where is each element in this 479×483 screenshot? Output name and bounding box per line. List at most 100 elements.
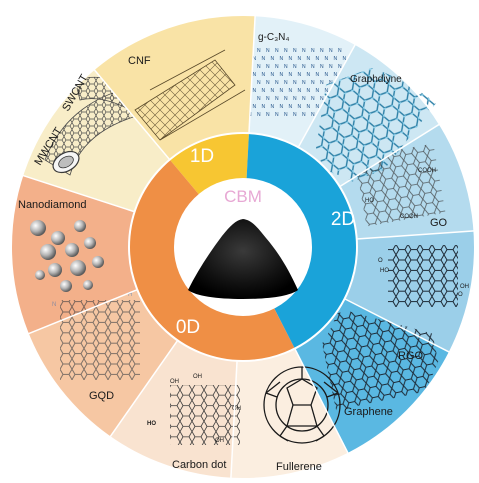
g-c3n4-n-atom: N — [289, 72, 293, 78]
g-c3n4-n-atom: N — [253, 72, 257, 78]
g-c3n4-n-atom: N — [307, 72, 311, 78]
g-c3n4-n-atom: N — [266, 48, 270, 54]
g-c3n4-n-atom: N — [257, 80, 261, 86]
rgo-o-label-2: O — [458, 292, 463, 298]
g-c3n4-n-atom: N — [311, 48, 315, 54]
segment-divider — [93, 68, 171, 161]
g-c3n4-n-atom: N — [275, 80, 279, 86]
nanodiamond-particle — [40, 244, 56, 260]
nanodiamond-particle — [35, 270, 45, 280]
g-c3n4-n-atom: N — [334, 72, 338, 78]
g-c3n4-n-atom: N — [320, 80, 324, 86]
g-c3n4-n-atom: N — [284, 48, 288, 54]
go-cooh-label-2: COOH — [400, 214, 418, 220]
g-c3n4-n-atom: N — [293, 96, 297, 102]
g-c3n4-n-atom: N — [257, 112, 261, 118]
g-c3n4-n-atom: N — [298, 72, 302, 78]
cd-oh-label-4: OH — [215, 438, 224, 444]
g-c3n4-n-atom: N — [257, 96, 261, 102]
g-c3n4-n-atom: N — [266, 64, 270, 70]
g-c3n4-n-atom: N — [293, 64, 297, 70]
g-c3n4-n-atom: N — [311, 80, 315, 86]
g-c3n4-n-atom: N — [280, 72, 284, 78]
g-c3n4-n-atom: N — [262, 88, 266, 94]
g-c3n4-n-atom: N — [302, 80, 306, 86]
cd-oh-label-2: OH — [193, 374, 202, 380]
g-c3n4-n-atom: N — [325, 56, 329, 62]
nanodiamond-particle — [92, 256, 104, 268]
rgo-o-label-1: O — [378, 258, 383, 264]
g-c3n4-n-atom: N — [311, 64, 315, 70]
g-c3n4-n-atom: N — [320, 64, 324, 70]
label-g-c3n4: g-C₃N₄ — [258, 32, 290, 43]
nanodiamond-structure — [30, 220, 104, 292]
g-c3n4-n-atom: N — [298, 104, 302, 110]
g-c3n4-n-atom: N — [266, 80, 270, 86]
g-c3n4-n-atom: N — [280, 56, 284, 62]
g-c3n4-n-atom: N — [271, 56, 275, 62]
dimension-0d-sector — [129, 159, 295, 361]
g-c3n4-n-atom: N — [271, 72, 275, 78]
g-c3n4-n-atom: N — [298, 56, 302, 62]
g-c3n4-n-atom: N — [343, 56, 347, 62]
cbm-powder-pile — [188, 219, 298, 299]
label-go: GO — [430, 217, 448, 229]
gqd-structure: N H — [52, 292, 140, 380]
g-c3n4-n-atom: N — [289, 104, 293, 110]
g-c3n4-n-atom: N — [307, 104, 311, 110]
g-c3n4-n-atom: N — [284, 64, 288, 70]
g-c3n4-n-atom: N — [311, 96, 315, 102]
g-c3n4-n-atom: N — [266, 96, 270, 102]
g-c3n4-n-atom: N — [302, 48, 306, 54]
label-cnf: CNF — [128, 55, 151, 67]
g-c3n4-n-atom: N — [275, 64, 279, 70]
segment-fullerene — [230, 348, 349, 479]
g-c3n4-n-atom: N — [329, 48, 333, 54]
segment-divider — [356, 230, 475, 240]
ring-border — [10, 14, 476, 480]
g-c3n4-n-atom: N — [311, 112, 315, 118]
g-c3n4-n-atom: N — [316, 104, 320, 110]
g-c3n4-n-atom: N — [307, 56, 311, 62]
cd-oh-label-1: OH — [170, 379, 179, 385]
fullerene-structure — [263, 366, 341, 444]
g-c3n4-n-atom: N — [302, 112, 306, 118]
ring-border — [128, 132, 358, 362]
label-fullerene: Fullerene — [276, 461, 322, 473]
g-c3n4-n-atom: N — [338, 64, 342, 70]
nanodiamond-particle — [83, 280, 93, 290]
label-nanodiamond: Nanodiamond — [18, 199, 87, 211]
segment-cnt — [22, 69, 170, 212]
g-c3n4-n-atom: N — [280, 88, 284, 94]
segment-divider — [294, 348, 349, 455]
g-c3n4-n-atom: N — [271, 104, 275, 110]
dimension-2d-label: 2D — [331, 209, 355, 230]
cd-ho-label: HO — [147, 421, 156, 427]
segment-divider — [27, 289, 138, 335]
nanodiamond-particle — [84, 237, 96, 249]
segment-divider — [22, 174, 135, 213]
g-c3n4-n-atom: N — [298, 88, 302, 94]
nanodiamond-particle — [74, 220, 86, 232]
carbon-dot-structure: OH OH HO OH OH — [147, 374, 241, 445]
g-c3n4-n-atom: N — [275, 96, 279, 102]
g-c3n4-n-atom: N — [253, 88, 257, 94]
rgo-structure: O HO OH O — [378, 245, 469, 307]
g-c3n4-n-atom: N — [316, 56, 320, 62]
g-c3n4-n-atom: N — [316, 88, 320, 94]
g-c3n4-n-atom: N — [266, 112, 270, 118]
g-c3n4-n-atom: N — [320, 96, 324, 102]
cd-oh-label-3: OH — [232, 406, 241, 412]
segment-divider — [339, 123, 441, 188]
g-c3n4-n-atom: N — [293, 48, 297, 54]
g-c3n4-n-atom: N — [284, 80, 288, 86]
g-c3n4-n-atom: N — [253, 56, 257, 62]
go-cooh-label-1: COOH — [418, 168, 436, 174]
g-c3n4-n-atom: N — [262, 72, 266, 78]
g-c3n4-n-atom: N — [275, 112, 279, 118]
cnf-structure — [134, 49, 246, 141]
g-c3n4-n-atom: N — [257, 64, 261, 70]
label-gqd: GQD — [89, 390, 114, 402]
nanodiamond-particle — [30, 220, 46, 236]
g-c3n4-n-atom: N — [302, 96, 306, 102]
